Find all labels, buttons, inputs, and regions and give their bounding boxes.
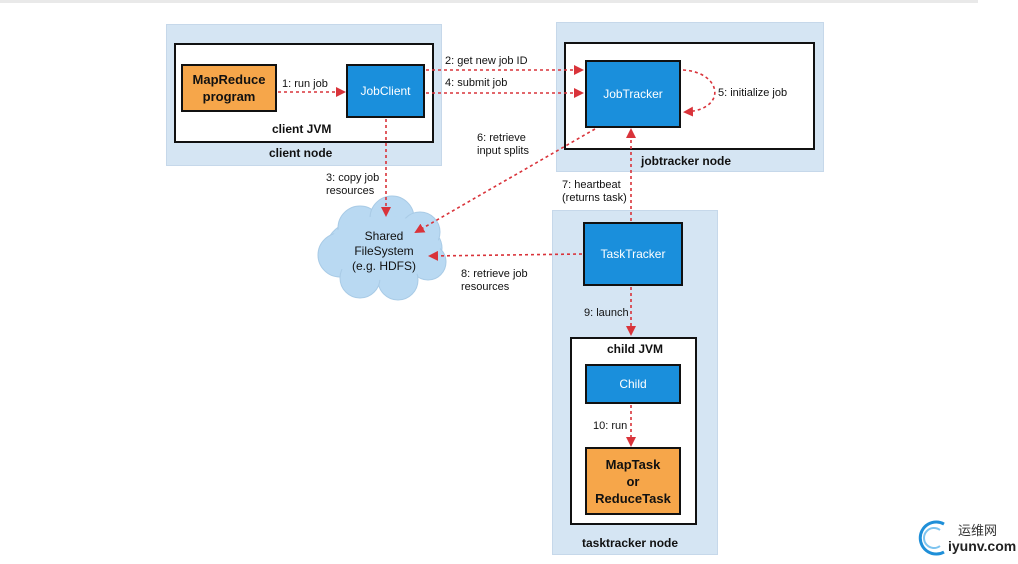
iyunv-logo-icon: [918, 520, 945, 556]
mapreduce-program-box[interactable]: MapReduce program: [181, 64, 277, 112]
tasktracker-box[interactable]: TaskTracker: [583, 222, 683, 286]
step-10-label: 10: run: [593, 420, 628, 432]
child-jvm-label: child JVM: [607, 342, 664, 356]
step-1-label: 1: run job: [282, 78, 328, 90]
step-8-label: 8: retrieve job resources: [461, 268, 528, 293]
shared-filesystem-label: Shared FileSystem (e.g. HDFS): [351, 229, 416, 273]
jobtracker-node-label: jobtracker node: [641, 154, 732, 168]
step-5-label: 5: initialize job: [718, 87, 788, 99]
step-2-label: 2: get new job ID: [445, 55, 528, 67]
client-node-label: client node: [269, 146, 333, 160]
child-box[interactable]: Child: [585, 364, 681, 404]
step-4-label: 4: submit job: [445, 77, 508, 89]
watermark-line2: iyunv.com: [948, 538, 1017, 554]
client-jvm-label: client JVM: [272, 122, 332, 136]
jobtracker-box[interactable]: JobTracker: [585, 60, 681, 128]
jobclient-box[interactable]: JobClient: [346, 64, 425, 118]
step-3-label: 3: copy job resources: [326, 172, 380, 197]
step-9-label: 9: launch: [584, 307, 629, 319]
arrow-retrieve-job-resources: [428, 250, 583, 261]
top-divider: [0, 0, 978, 3]
watermark-line1: 运维网: [958, 523, 998, 538]
tasktracker-node-label: tasktracker node: [582, 536, 679, 550]
step-6-label: 6: retrieve input splits: [477, 132, 529, 157]
step-7-label: 7: heartbeat (returns task): [562, 179, 627, 204]
maptask-box[interactable]: MapTask or ReduceTask: [585, 447, 681, 515]
arrow-initialize-job: [682, 69, 716, 117]
arrow-retrieve-splits: [414, 128, 596, 233]
